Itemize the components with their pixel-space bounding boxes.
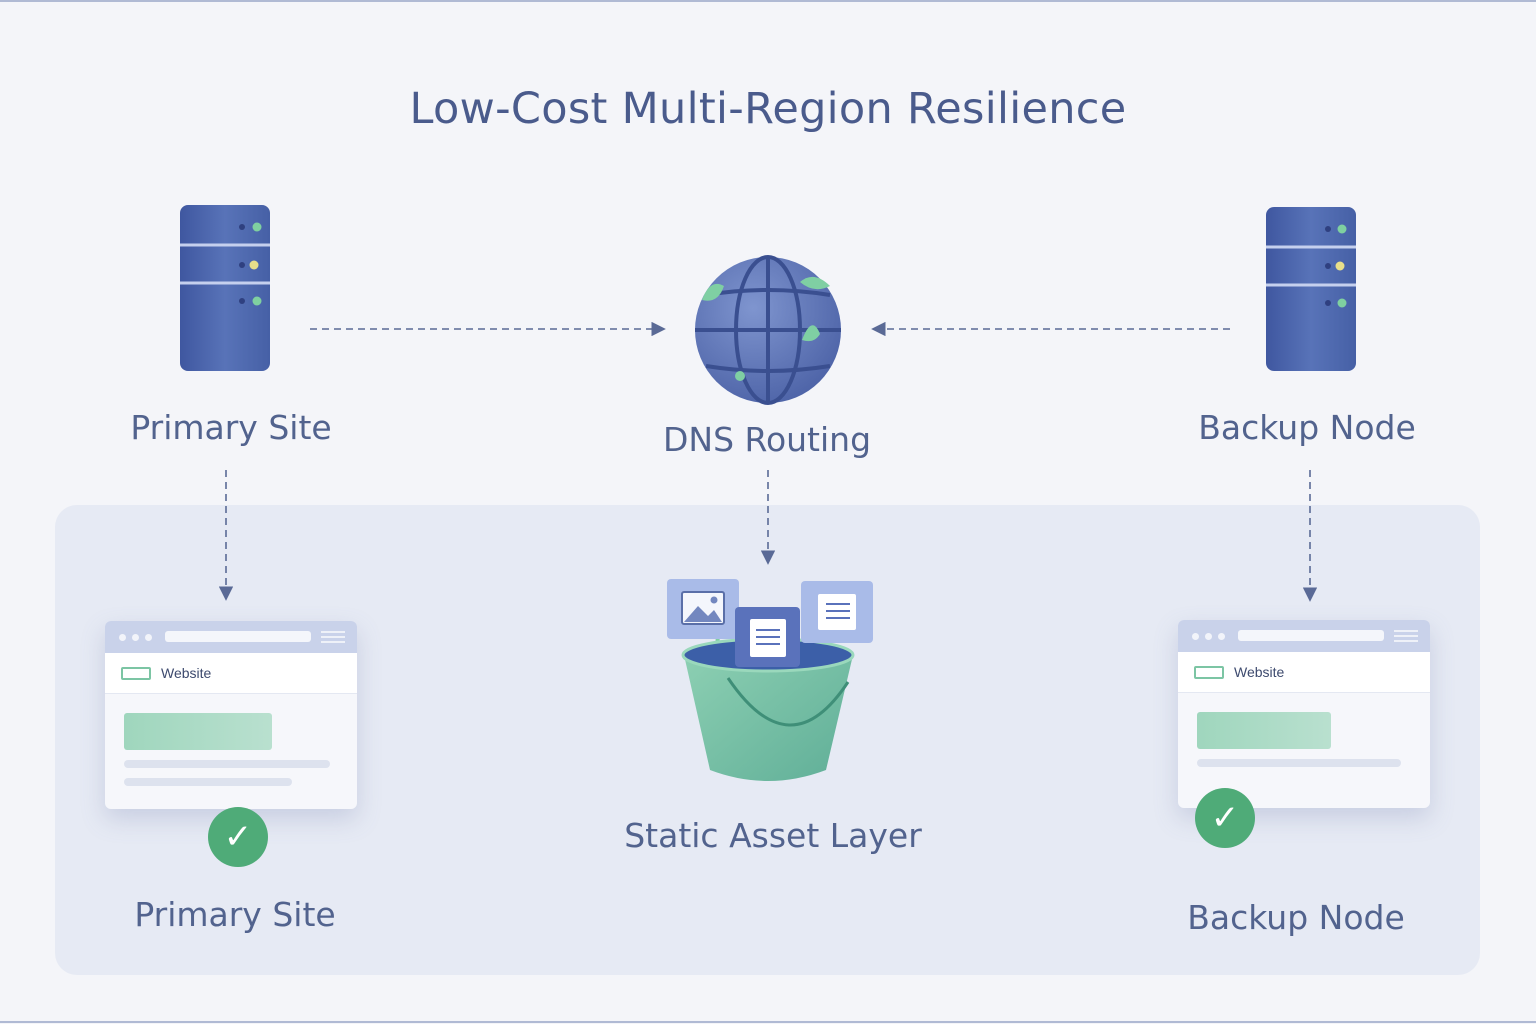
primary-check-icon: ✓ (208, 807, 268, 867)
backup-node-bottom-label: Backup Node (1187, 898, 1405, 937)
static-asset-layer-label: Static Asset Layer (624, 816, 922, 855)
address-bar (165, 631, 311, 642)
content-line (1197, 759, 1401, 767)
browser-toolbar (1178, 620, 1430, 652)
window-dot-icon (1218, 633, 1225, 640)
website-icon (121, 667, 151, 680)
window-dot-icon (145, 634, 152, 641)
window-dot-icon (132, 634, 139, 641)
globe-icon (695, 255, 841, 405)
content-block (124, 713, 272, 750)
window-dot-icon (1205, 633, 1212, 640)
document-icon (735, 607, 800, 667)
window-dot-icon (1192, 633, 1199, 640)
diagram-title: Low-Cost Multi-Region Resilience (409, 84, 1127, 134)
address-bar (1238, 630, 1384, 641)
image-icon (667, 579, 739, 639)
menu-icon (1394, 630, 1418, 645)
menu-icon (321, 631, 345, 646)
primary-site-label: Primary Site (130, 408, 332, 447)
content-block (1197, 712, 1331, 749)
primary-website-window: Website (105, 621, 357, 809)
browser-toolbar (105, 621, 357, 653)
document-icon (801, 581, 873, 643)
primary-server-icon (180, 205, 270, 371)
website-icon (1194, 666, 1224, 679)
primary-site-bottom-label: Primary Site (134, 895, 336, 934)
tab-label: Website (161, 665, 212, 681)
window-dot-icon (119, 634, 126, 641)
content-line (124, 778, 292, 786)
dns-routing-label: DNS Routing (662, 420, 872, 459)
browser-tab: Website (105, 653, 357, 694)
backup-check-icon: ✓ (1195, 788, 1255, 848)
browser-tab: Website (1178, 652, 1430, 693)
tab-label: Website (1234, 664, 1285, 680)
backup-node-label: Backup Node (1198, 408, 1416, 447)
backup-website-window: Website (1178, 620, 1430, 808)
backup-server-icon (1266, 207, 1356, 371)
content-line (124, 760, 330, 768)
